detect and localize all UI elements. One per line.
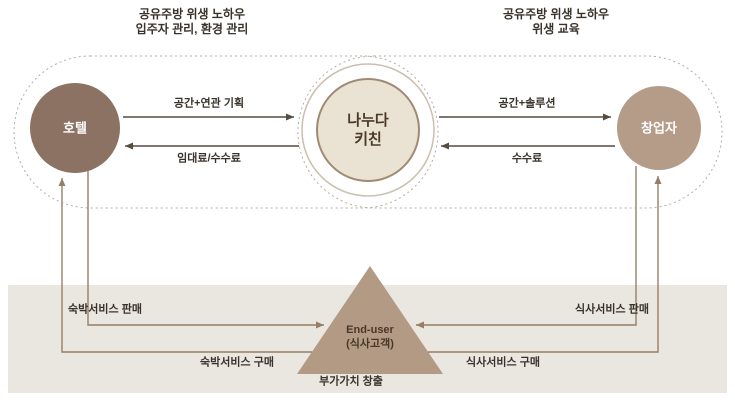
- hotel-group-outline: [13, 55, 439, 209]
- label-hotel-sell: 숙박서비스 판매: [68, 303, 142, 316]
- enduser-line2: (식사고객): [346, 338, 394, 350]
- hotel-node-circle: [30, 83, 120, 173]
- label-center-to-hotel: 임대료/수수료: [177, 152, 241, 165]
- label-hotel-buy: 숙박서비스 구매: [200, 356, 274, 369]
- enduser-label: End-user (식사고객): [346, 323, 394, 351]
- center-node-circle: [316, 78, 420, 182]
- center-node-label: 나누다 키친: [347, 111, 388, 149]
- arrow-hotel-sell: [87, 170, 324, 329]
- label-hotel-to-center: 공간+연관 기획: [173, 97, 245, 110]
- founder-knowhow-line2: 위생 교육: [532, 22, 580, 36]
- label-founder-sell: 식사서비스 판매: [575, 303, 649, 316]
- enduser-line1: End-user: [346, 324, 394, 336]
- label-value-creation: 부가가치 창출: [319, 375, 383, 388]
- hotel-knowhow-line1: 공유주방 위생 노하우: [138, 7, 246, 21]
- enduser-triangle: [297, 266, 443, 374]
- founder-knowhow-line1: 공유주방 위생 노하우: [502, 7, 610, 21]
- label-founder-to-center: 수수료: [511, 152, 543, 165]
- center-node-line2: 키친: [354, 131, 382, 148]
- founder-node-circle: [617, 86, 701, 170]
- arrow-founder-sell: [416, 166, 637, 329]
- arrow-founder-buy: [428, 176, 662, 353]
- founder-node-label: 창업자: [641, 120, 677, 136]
- label-founder-buy: 식사서비스 구매: [466, 356, 540, 369]
- label-center-to-founder: 공간+솔루션: [498, 97, 556, 110]
- founder-group-outline: [297, 55, 723, 209]
- center-node-line1: 나누다: [347, 112, 389, 129]
- hotel-knowhow-caption: 공유주방 위생 노하우 입주자 관리, 환경 관리: [136, 7, 249, 37]
- hotel-knowhow-line2: 입주자 관리, 환경 관리: [135, 22, 249, 36]
- founder-knowhow-caption: 공유주방 위생 노하우 위생 교육: [503, 7, 609, 37]
- hotel-node-label: 호텔: [63, 120, 87, 136]
- arrow-hotel-buy: [58, 178, 312, 353]
